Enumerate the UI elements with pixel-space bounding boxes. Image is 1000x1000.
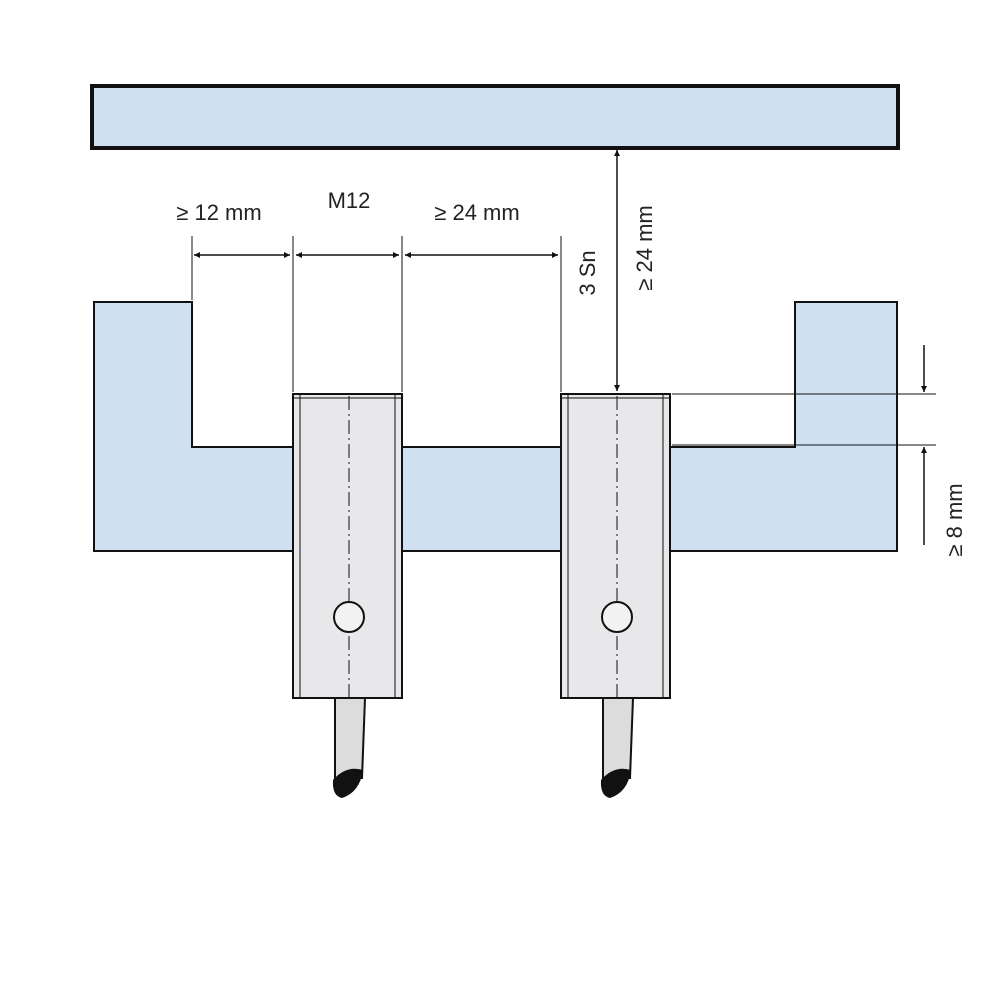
target-distance-label: ≥ 24 mm xyxy=(632,205,657,290)
right-sensor-cable-end xyxy=(600,768,631,798)
right-sensor-cable xyxy=(602,697,635,779)
left-sensor-led xyxy=(333,601,365,633)
sensor-size-label: M12 xyxy=(328,188,371,213)
right-sensor xyxy=(560,393,671,798)
target-plate xyxy=(90,84,900,150)
sensing-distance-label: 3 Sn xyxy=(575,250,600,295)
mounting-bracket xyxy=(93,301,898,552)
left-sensor xyxy=(292,393,403,798)
left-sensor-body xyxy=(292,393,403,699)
extension-lines xyxy=(191,236,936,446)
flush-depth-label: ≥ 8 mm xyxy=(942,483,967,556)
right-sensor-body xyxy=(560,393,671,699)
left-sensor-cable xyxy=(334,697,367,779)
gap-left-label: ≥ 12 mm xyxy=(176,200,261,225)
right-sensor-led xyxy=(601,601,633,633)
left-sensor-cable-end xyxy=(332,768,363,798)
gap-between-label: ≥ 24 mm xyxy=(434,200,519,225)
